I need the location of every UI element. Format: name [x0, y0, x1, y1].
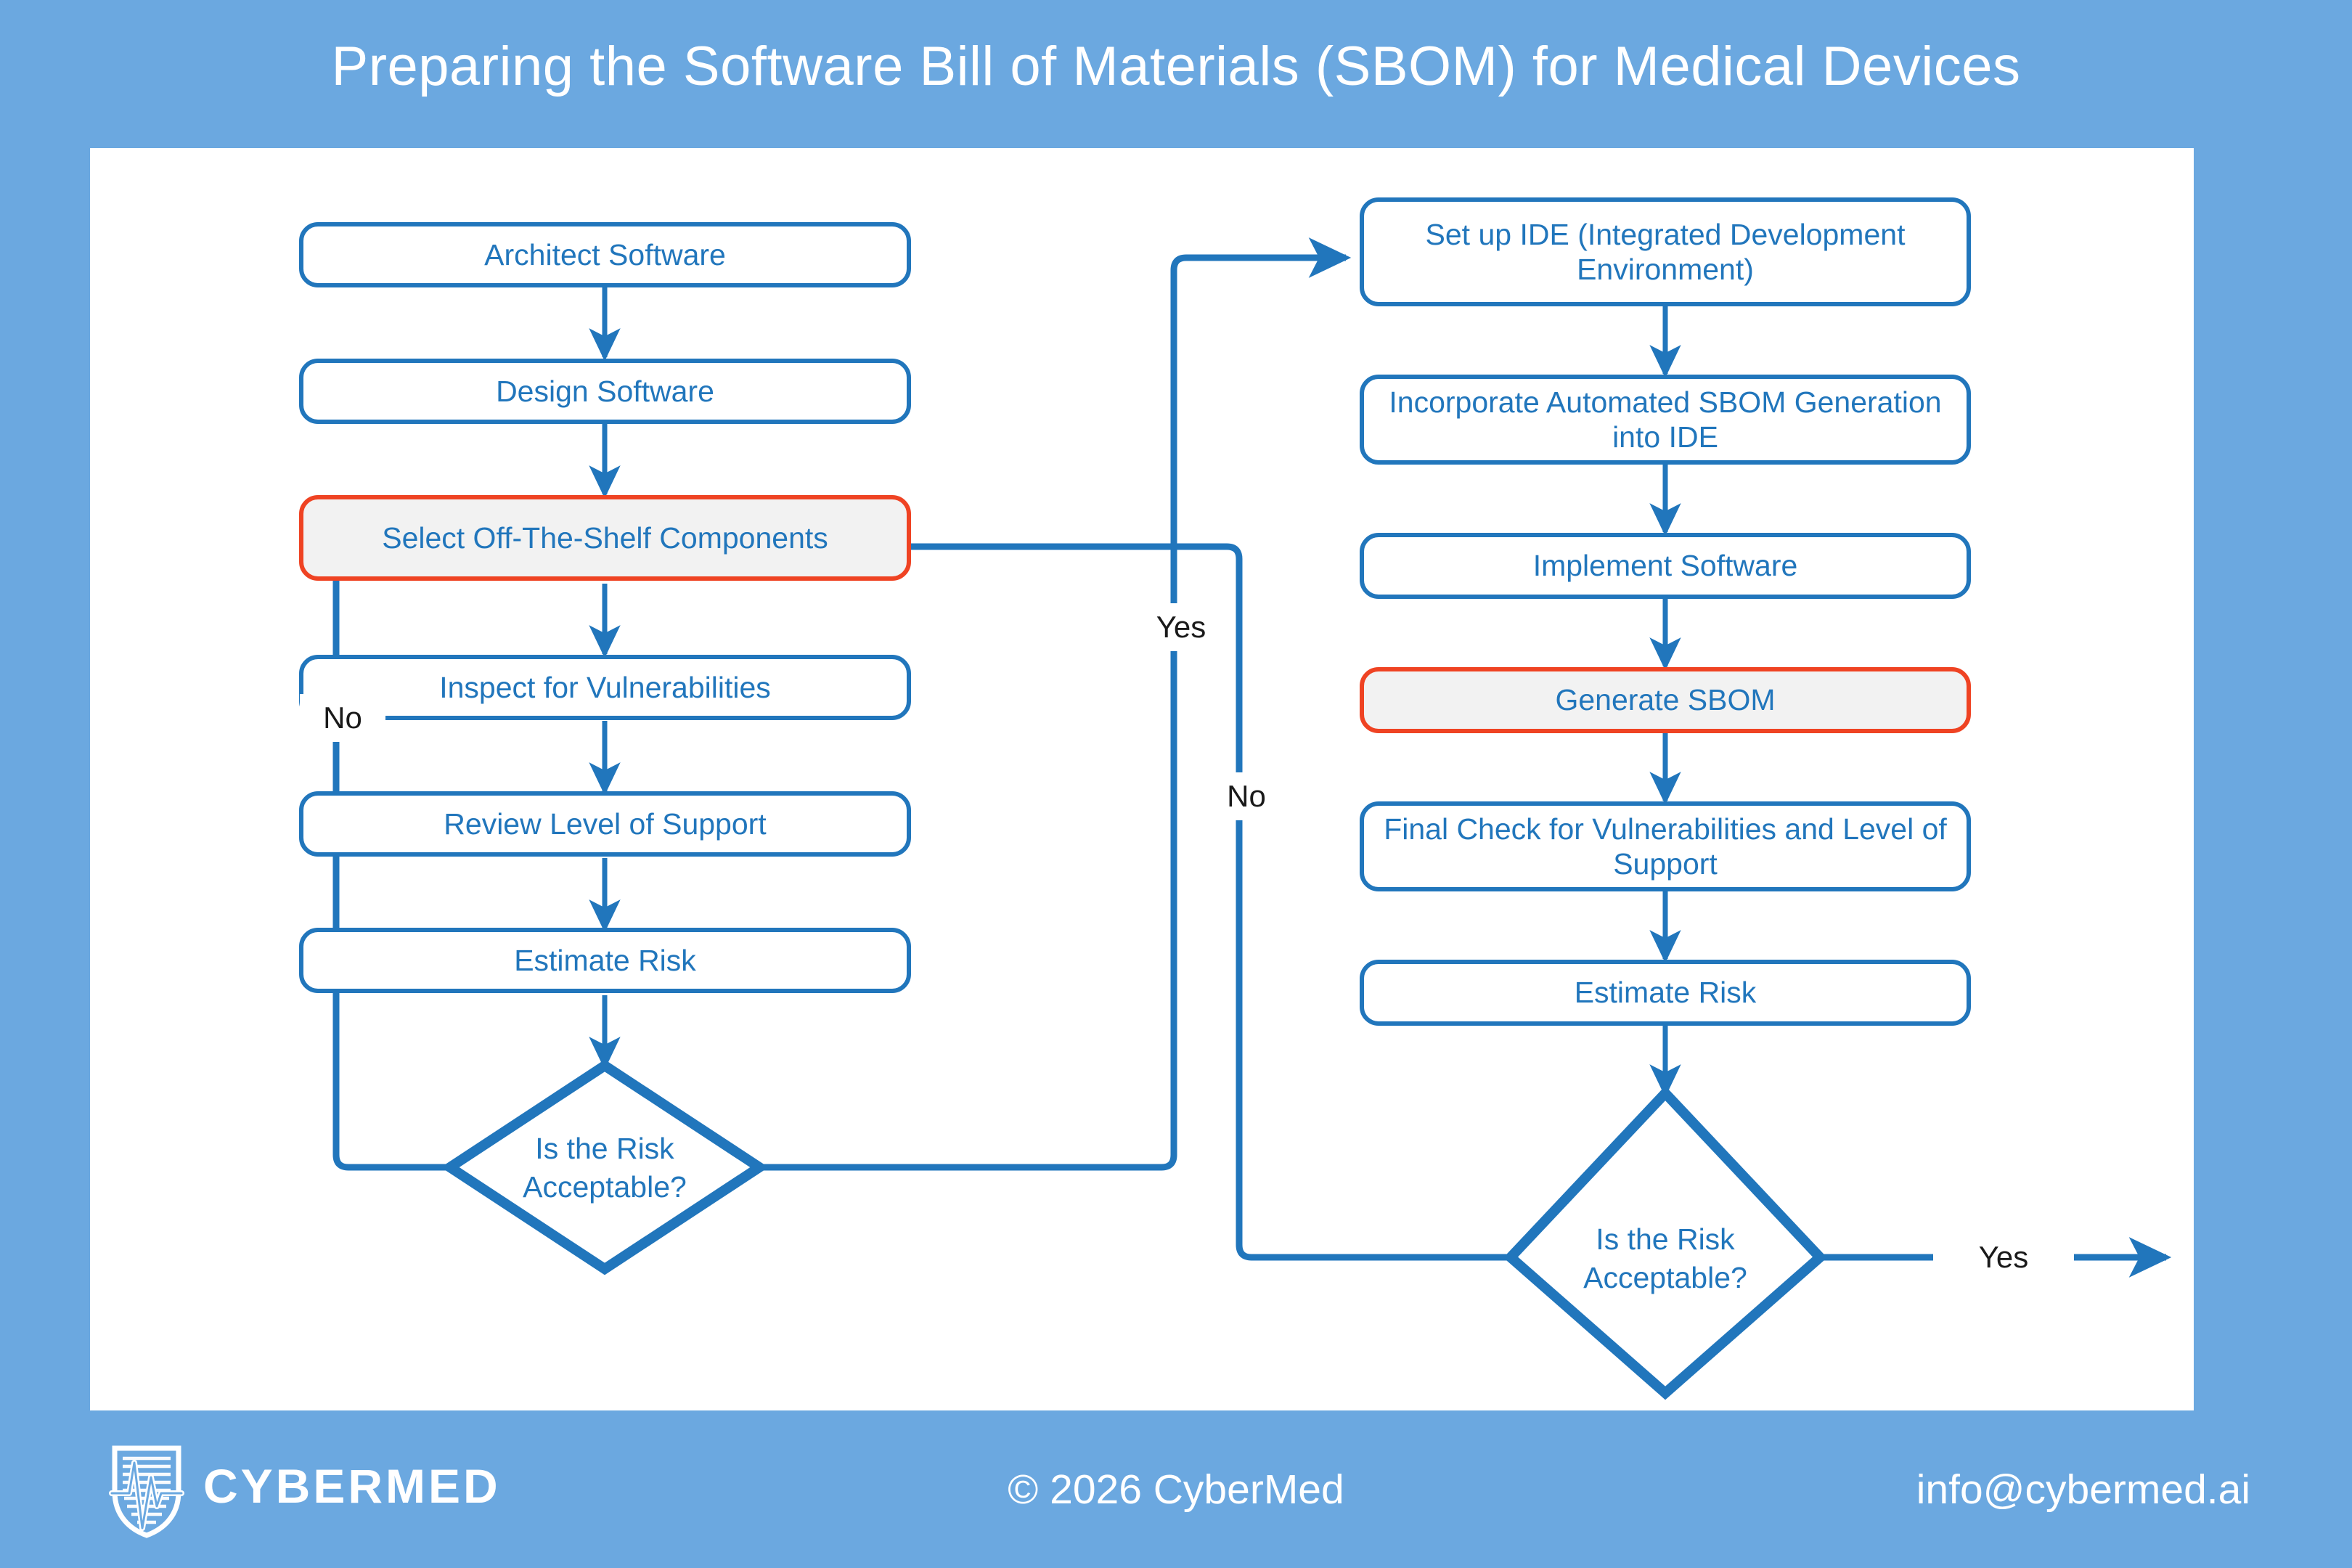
node-estimate-risk-left[interactable]: Estimate Risk: [299, 928, 911, 993]
edge-label-left-no: No: [300, 694, 385, 742]
flowchart-canvas: Architect Software Design Software Selec…: [90, 148, 2194, 1410]
edge-label-right-yes: Yes: [1933, 1233, 2074, 1281]
node-implement-software[interactable]: Implement Software: [1360, 533, 1971, 599]
edge-label-center-no: No: [1205, 772, 1288, 820]
node-label: Final Check for Vulnerabilities and Leve…: [1384, 812, 1947, 881]
footer: CYBERMED © 2026 CyberMed info@cybermed.a…: [0, 1410, 2352, 1568]
node-label: Generate SBOM: [1555, 683, 1776, 717]
node-incorporate-automated-sbom-generation[interactable]: Incorporate Automated SBOM Generation in…: [1360, 375, 1971, 465]
node-final-check-for-vulnerabilities[interactable]: Final Check for Vulnerabilities and Leve…: [1360, 801, 1971, 891]
node-set-up-ide[interactable]: Set up IDE (Integrated Development Envir…: [1360, 197, 1971, 306]
contact-email[interactable]: info@cybermed.ai: [1916, 1466, 2250, 1513]
node-label: Design Software: [496, 374, 714, 408]
edge-label-center-yes: Yes: [1137, 603, 1225, 651]
node-label: Set up IDE (Integrated Development Envir…: [1425, 217, 1906, 286]
node-inspect-for-vulnerabilities[interactable]: Inspect for Vulnerabilities: [299, 655, 911, 720]
node-label: Review Level of Support: [444, 807, 767, 841]
node-review-level-of-support[interactable]: Review Level of Support: [299, 791, 911, 857]
copyright-text: © 2026 CyberMed: [1008, 1466, 1344, 1513]
cybermed-shield-logo-icon: [109, 1445, 184, 1538]
node-label: Incorporate Automated SBOM Generation in…: [1389, 385, 1942, 454]
brand-wordmark: CYBERMED: [203, 1459, 501, 1513]
flowchart-connectors: [332, 237, 2172, 1400]
page-title: Preparing the Software Bill of Materials…: [331, 36, 2021, 97]
node-estimate-risk-right[interactable]: Estimate Risk: [1360, 960, 1971, 1026]
node-label: Inspect for Vulnerabilities: [439, 670, 771, 704]
node-design-software[interactable]: Design Software: [299, 359, 911, 424]
node-label: Estimate Risk: [1574, 976, 1757, 1010]
node-select-off-the-shelf-components[interactable]: Select Off-The-Shelf Components: [299, 495, 911, 581]
node-architect-software[interactable]: Architect Software: [299, 222, 911, 287]
node-label: Implement Software: [1532, 549, 1798, 583]
node-label: Estimate Risk: [514, 943, 696, 977]
node-label: Architect Software: [484, 237, 726, 271]
node-generate-sbom[interactable]: Generate SBOM: [1360, 667, 1971, 733]
node-label: Select Off-The-Shelf Components: [382, 520, 828, 555]
